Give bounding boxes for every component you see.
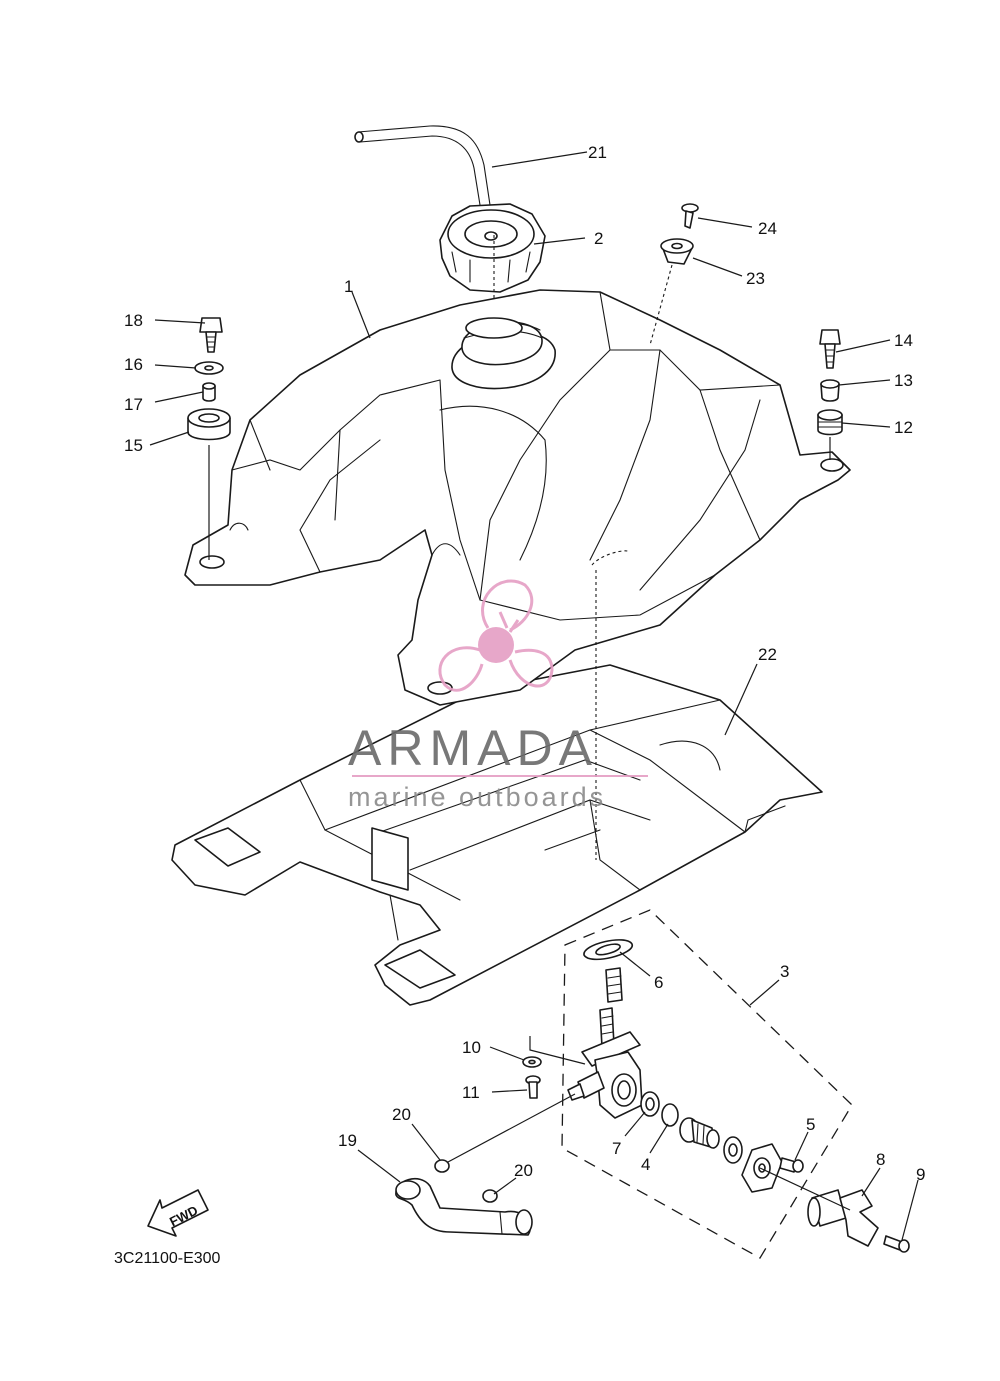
callout-24: 24 bbox=[758, 219, 777, 238]
leader-lines bbox=[149, 151, 919, 1241]
callout-5: 5 bbox=[806, 1115, 815, 1134]
watermark-title: ARMADA bbox=[348, 720, 598, 776]
part-17-collar bbox=[202, 382, 216, 402]
callout-16: 16 bbox=[124, 355, 143, 374]
part-seal-ring bbox=[723, 1136, 743, 1164]
callout-4: 4 bbox=[641, 1155, 650, 1174]
callout-6: 6 bbox=[654, 973, 663, 992]
fwd-arrow-icon: FWD bbox=[147, 1189, 209, 1237]
watermark-subtitle: marine outboards bbox=[348, 782, 606, 812]
part-20-clip-b bbox=[482, 1189, 498, 1203]
propeller-logo bbox=[438, 579, 554, 692]
part-5-screw bbox=[779, 1157, 804, 1173]
part-13-collar bbox=[820, 379, 840, 402]
part-10-washer bbox=[522, 1056, 542, 1068]
callout-14: 14 bbox=[894, 331, 913, 350]
callout-3: 3 bbox=[780, 962, 789, 981]
part-20-clip-a bbox=[434, 1159, 450, 1173]
callout-20b: 20 bbox=[514, 1161, 533, 1180]
part-16-washer bbox=[194, 361, 224, 375]
callout-11: 11 bbox=[462, 1083, 480, 1102]
part-lever-plate bbox=[741, 1143, 783, 1193]
part-9-screw bbox=[883, 1235, 910, 1253]
callout-2: 2 bbox=[594, 229, 603, 248]
part-lever-valve bbox=[679, 1117, 720, 1149]
callout-13: 13 bbox=[894, 371, 913, 390]
part-8-lever bbox=[807, 1189, 879, 1247]
callout-7: 7 bbox=[612, 1139, 621, 1158]
diagram-code: 3C21100-E300 bbox=[114, 1250, 221, 1267]
callout-17: 17 bbox=[124, 395, 143, 414]
callout-18: 18 bbox=[124, 311, 143, 330]
callout-9: 9 bbox=[916, 1165, 925, 1184]
part-15-grommet bbox=[187, 408, 231, 560]
part-21-breather-hose bbox=[354, 125, 495, 300]
callout-15: 15 bbox=[124, 436, 143, 455]
callout-12: 12 bbox=[894, 418, 913, 437]
part-12-grommet bbox=[817, 409, 843, 460]
callout-20a: 20 bbox=[392, 1105, 411, 1124]
fuel-cock-body bbox=[567, 967, 643, 1119]
callout-19: 19 bbox=[338, 1131, 357, 1150]
callout-22: 22 bbox=[758, 645, 777, 664]
part-11-screw bbox=[525, 1075, 541, 1099]
part-24-screw bbox=[681, 203, 699, 229]
part-23-damper bbox=[649, 238, 694, 346]
callout-1: 1 bbox=[344, 277, 353, 296]
part-7-filter bbox=[640, 1091, 660, 1117]
callout-8: 8 bbox=[876, 1150, 885, 1169]
callout-21: 21 bbox=[588, 143, 607, 162]
part-18-bolt bbox=[199, 317, 223, 353]
callout-23: 23 bbox=[746, 269, 765, 288]
part-22-tray bbox=[171, 664, 823, 1006]
part-2-fuel-cap bbox=[439, 203, 546, 293]
part-6-gasket bbox=[583, 939, 633, 961]
part-4-o-ring bbox=[661, 1103, 679, 1127]
part-14-bolt bbox=[819, 329, 841, 369]
watermark: ARMADA marine outboards bbox=[348, 579, 648, 812]
part-19-fuel-hose bbox=[395, 1177, 533, 1236]
callout-numbers: 1 2 3 4 5 6 7 8 9 10 11 12 13 14 15 16 1… bbox=[124, 143, 925, 1184]
part-3-assembly-outline bbox=[561, 909, 853, 1259]
callout-10: 10 bbox=[462, 1038, 481, 1057]
part-1-fuel-tank bbox=[184, 289, 851, 706]
